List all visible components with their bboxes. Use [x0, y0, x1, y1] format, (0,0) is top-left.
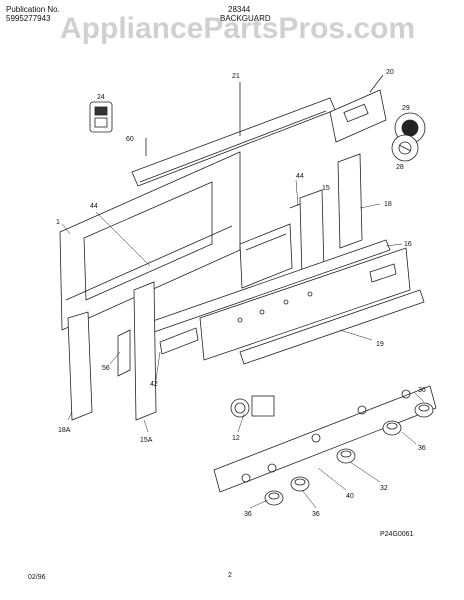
leader-lines [61, 179, 425, 509]
callout-44-b: 44 [296, 173, 304, 180]
callout-16: 16 [404, 241, 412, 248]
publication-label: Publication No. [6, 5, 60, 14]
end-bracket-18a [67, 311, 93, 421]
callout-40: 40 [346, 493, 354, 500]
footer-date: 02/96 [28, 574, 46, 581]
control-panel [199, 247, 411, 361]
callout-15: 15 [322, 185, 330, 192]
callout-60: 60 [126, 136, 134, 143]
end-bracket-18 [337, 153, 363, 249]
watermark: AppliancePartsPros.com [60, 12, 416, 45]
model-number: 28344 [228, 5, 251, 14]
callout-29: 29 [402, 105, 410, 112]
callout-1: 1 [56, 219, 60, 226]
part-42 [159, 327, 199, 355]
section-title: BACKGUARD [220, 14, 271, 23]
callout-15a: 15A [140, 437, 153, 444]
callout-18a: 18A [58, 427, 71, 434]
knob-28 [391, 134, 419, 162]
part-56 [117, 329, 131, 377]
footer-page: 2 [228, 572, 232, 579]
knob-36-c [382, 420, 402, 436]
callout-42: 42 [150, 381, 158, 388]
callout-28: 28 [396, 164, 404, 171]
callout-36-c: 36 [244, 511, 252, 518]
callout-32: 32 [380, 485, 388, 492]
infinite-switch-12 [230, 395, 275, 418]
callout-20: 20 [386, 69, 394, 76]
callout-36-a: 36 [418, 387, 426, 394]
callout-19: 19 [376, 341, 384, 348]
callout-36-d: 36 [312, 511, 320, 518]
callout-21: 21 [232, 73, 240, 80]
callout-18: 18 [384, 201, 392, 208]
callout-24: 24 [97, 94, 105, 101]
callout-56: 56 [102, 365, 110, 372]
lower-trim-19 [239, 289, 425, 365]
switch-24 [89, 101, 113, 133]
manifold-panel-40 [213, 385, 437, 493]
publication-number: 5995277943 [6, 14, 51, 23]
side-bracket-15a [133, 281, 157, 421]
knob-32 [336, 448, 356, 464]
callout-36-b: 36 [418, 445, 426, 452]
knob-36-a [264, 490, 284, 506]
callout-44-a: 44 [90, 203, 98, 210]
trim-strip-21 [131, 82, 336, 187]
clock-timer-20 [329, 74, 387, 143]
back-panel-1 [59, 151, 241, 331]
knob-36-d [414, 402, 434, 418]
knob-36-b [290, 476, 310, 492]
insulation-44 [239, 223, 293, 289]
callout-12: 12 [232, 435, 240, 442]
drawing-code: P24G0061 [380, 531, 414, 538]
